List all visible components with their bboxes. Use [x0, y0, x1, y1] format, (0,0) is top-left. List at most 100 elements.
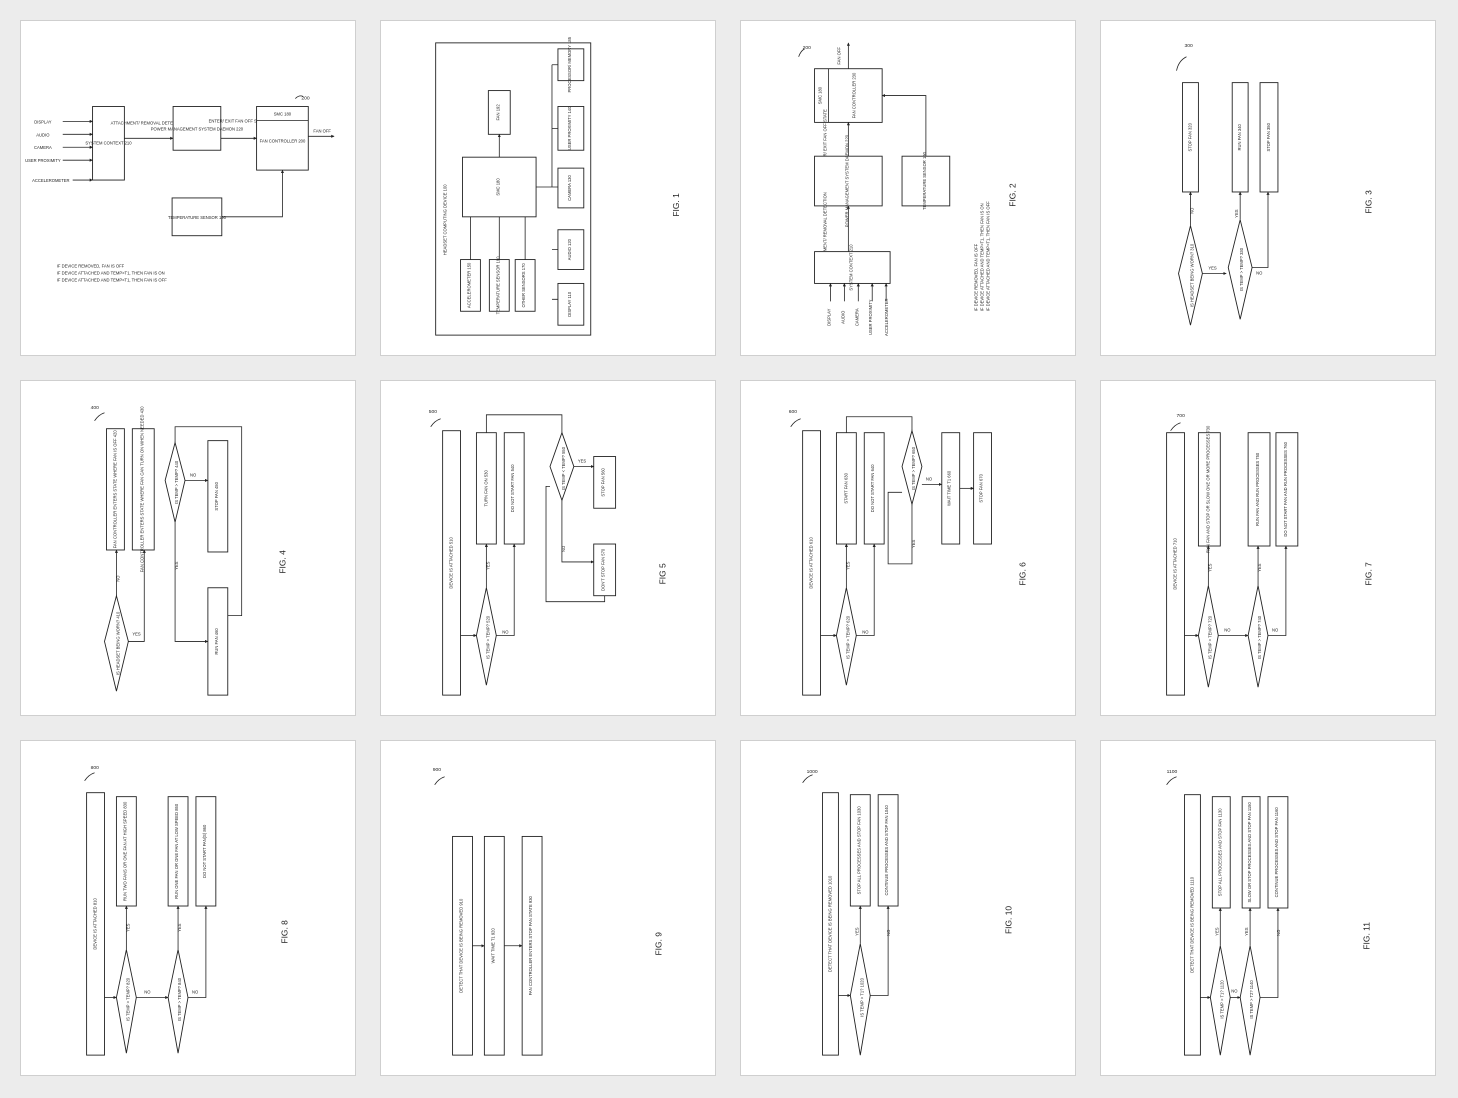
- reference-number: 400: [91, 405, 100, 411]
- input-label-accelerometer: ACCELEROMETER: [32, 178, 69, 183]
- sheet-fig5: 500 FIG 5 DEVICE IS ATTACHED 510 IS TEMP…: [380, 380, 716, 716]
- note-line: IF DEVICE REMOVED, FAN IS OFF: [974, 243, 979, 311]
- reference-number: 1000: [807, 769, 818, 775]
- start-label: DEVICE IS ATTACHED 510: [449, 537, 454, 589]
- flow-box-label: STOP FAN 320: [1187, 122, 1192, 151]
- input-label-user-proximity: USER PROXIMITY: [868, 299, 873, 335]
- no-label: NO: [502, 629, 509, 634]
- flow-box-label: STOP FAN 670: [979, 473, 984, 502]
- sheet-fig8: 800 FIG. 8 DEVICE IS ATTACHED 810 IS TEM…: [20, 740, 356, 1076]
- start-label: DETECT THAT DEVICE IS BEING REMOVED 1010: [827, 875, 832, 972]
- smc-label: SMC 180: [495, 178, 500, 196]
- input-label-audio: AUDIO: [36, 132, 50, 137]
- sheet-fig9: 900 FIG. 9 DETECT THAT DEVICE IS BEING R…: [380, 740, 716, 1076]
- start-box: [86, 792, 105, 1056]
- smc-box: [462, 156, 537, 218]
- flow-box-label: DO NOT START FAN AND RUN PROCESSES 760: [1283, 441, 1288, 536]
- figure-caption: FIG. 8: [279, 920, 289, 944]
- system-context-box: [92, 106, 125, 181]
- decision-diamond: [549, 431, 575, 502]
- decision-label: IS HEADSET BEING WORN? 410: [115, 611, 120, 675]
- accelerometer-box: [460, 259, 481, 312]
- user-proximity-box: [557, 106, 585, 151]
- decision-label: IS TEMP > TEMP? 330: [1239, 247, 1244, 291]
- reference-number: 200: [301, 96, 310, 102]
- decision-label: IS TEMP > T1? 1120: [1219, 980, 1224, 1019]
- start-label: DEVICE IS ATTACHED 710: [1173, 538, 1178, 590]
- sheet-fig11: 1100 FIG. 11 DETECT THAT DEVICE IS BEING…: [1100, 740, 1436, 1076]
- no-label: NO: [1276, 929, 1281, 936]
- figure-caption: FIG. 7: [1363, 562, 1373, 586]
- yes-label: YES: [854, 927, 859, 936]
- flow-box: [195, 796, 217, 907]
- attachment-label: ATTACHMENT/ REMOVAL DETECTION: [111, 120, 186, 125]
- sheet-fig1-system: 200 DISPLAY AUDIO CAMERA USER PROXIMITY …: [20, 20, 356, 356]
- camera-box: [557, 167, 585, 209]
- flow-box: [207, 587, 229, 696]
- reference-number: 200: [803, 45, 812, 51]
- fan-label: FAN 192: [495, 104, 500, 121]
- yes-label: YES: [1234, 209, 1239, 218]
- start-box: [442, 430, 461, 696]
- accelerometer-label: ACCELEROMETER 150: [466, 262, 471, 308]
- system-context-label: SYSTEM CONTEXT 210: [848, 244, 853, 291]
- figure-caption: FIG. 11: [1361, 922, 1371, 950]
- flow-box-label: RUN FAN 460: [214, 628, 219, 655]
- yes-label: YES: [1208, 266, 1217, 271]
- decision-label: IS TEMP > TEMP? 820: [125, 977, 130, 1021]
- flow-box-label: DETECT THAT DEVICE IS BEING REMOVED 910: [459, 898, 464, 993]
- smc-label: SMC 180: [818, 86, 823, 104]
- sheet-fig1-device: FIG. 1 HEADSET COMPUTING DEVICE 100 FAN …: [380, 20, 716, 356]
- power-management-box: [814, 155, 883, 207]
- power-management-label: POWER MANAGEMENT SYSTEM DAEMON 220: [844, 134, 849, 227]
- enter-exit-label: ENTER/ EXIT FAN OFF STATE: [209, 118, 267, 123]
- reference-number: 300: [1185, 43, 1194, 49]
- system-context-box: [814, 251, 891, 284]
- flow-box: [503, 432, 525, 545]
- audio-label: AUDIO 120: [567, 238, 572, 260]
- note-line: IF DEVICE ATTACHED AND TEMP<T1, THEN FAN…: [57, 277, 167, 282]
- figure-caption: FIG. 6: [1017, 562, 1027, 586]
- start-box: [1184, 794, 1201, 1056]
- reference-number: 1100: [1167, 769, 1178, 775]
- note-line: IF DEVICE ATTACHED AND TEMP>T1, THEN FAN…: [57, 270, 165, 275]
- decision-label: IS TEMP > TEMP? 720: [1207, 615, 1212, 659]
- no-label: NO: [1256, 270, 1263, 275]
- yes-label: YES: [1244, 927, 1249, 936]
- figure-caption: FIG. 4: [277, 550, 287, 574]
- no-label: NO: [862, 629, 869, 634]
- decision-diamond: [1239, 945, 1261, 1056]
- display-box: [557, 282, 585, 326]
- flow-box-label: DO NOT START FAN(S) 860: [202, 824, 207, 878]
- figure-caption: FIG. 2: [1007, 183, 1017, 207]
- flow-box: [1275, 432, 1299, 547]
- start-label: DETECT THAT DEVICE IS BEING REMOVED 1110: [1189, 876, 1194, 973]
- no-label: NO: [886, 929, 891, 936]
- flow-box-label: CONTINUE PROCESSES AND STOP FAN 1160: [1274, 807, 1279, 898]
- input-label-display: DISPLAY: [826, 308, 831, 325]
- flow-box: [521, 835, 543, 1056]
- flow-box: [1259, 82, 1279, 193]
- sheet-fig7: 700 FIG. 7 DEVICE IS ATTACHED 710 IS TEM…: [1100, 380, 1436, 716]
- smc-label: SMC 180: [274, 111, 292, 116]
- start-label: DEVICE IS ATTACHED 610: [809, 537, 814, 589]
- decision-label: IS TEMP < TEMP? 550: [561, 446, 566, 490]
- user-proximity-label: USER PROXIMITY 140: [567, 106, 572, 150]
- decision-diamond: [1178, 225, 1203, 326]
- decision-label: IS TEMP > TEMP? 650: [911, 446, 916, 490]
- decision-diamond: [1209, 945, 1231, 1056]
- flow-box-label: STOP FAN 450: [214, 481, 219, 510]
- flow-box-label: CONTINUE PROCESSES AND STOP FAN 1040: [884, 804, 889, 895]
- figure-caption: FIG. 1: [671, 193, 681, 217]
- reference-number: 900: [433, 767, 442, 773]
- no-label: NO: [190, 472, 197, 477]
- yes-label: YES: [174, 561, 179, 570]
- flow-box: [973, 432, 992, 545]
- fan-controller-label: FAN CONTROLLER 200: [260, 138, 306, 143]
- decision-label: IS TEMP > TEMP? 440: [174, 460, 179, 504]
- flow-box-label: SLOW OR STOP PROCESSES AND STOP FAN 1150: [1247, 801, 1252, 902]
- yes-label: YES: [125, 923, 130, 932]
- start-label: DEVICE IS ATTACHED 810: [93, 898, 98, 950]
- other-sensors-box: [514, 259, 536, 312]
- reference-number: 600: [789, 409, 798, 415]
